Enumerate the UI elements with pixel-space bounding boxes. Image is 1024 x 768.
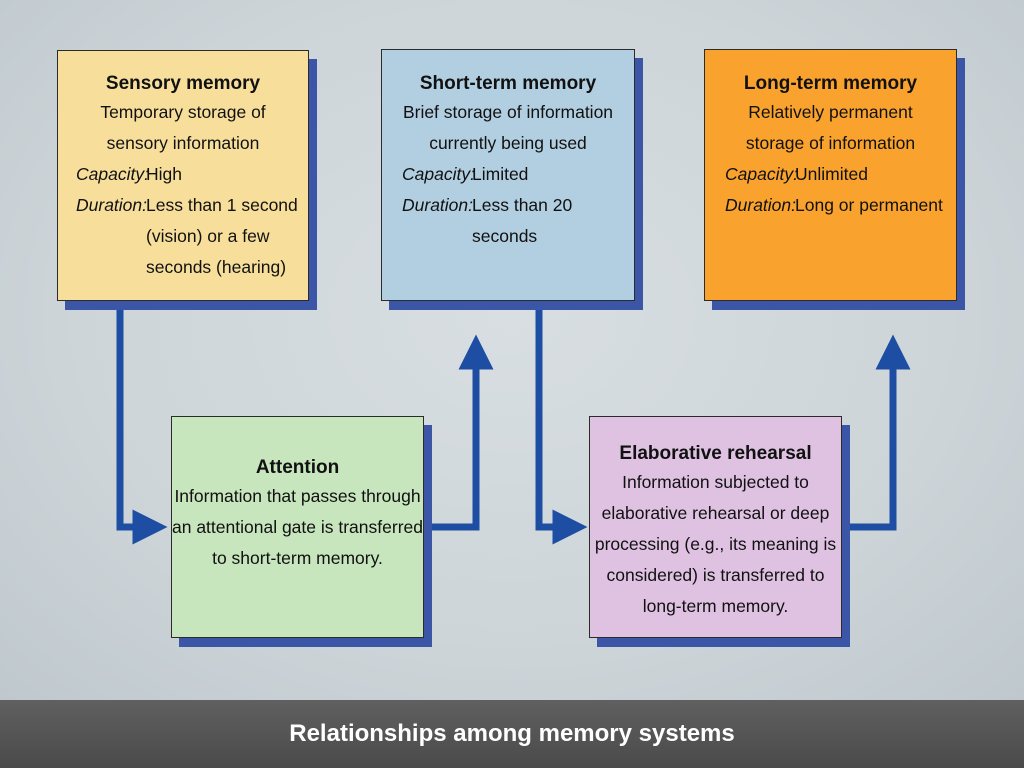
long-term-memory-box: Long-term memory Relatively permanent st… bbox=[704, 49, 957, 301]
sensory-capacity-value: High bbox=[146, 164, 182, 184]
sensory-duration-label: Duration: bbox=[76, 195, 148, 215]
sensory-memory-box: Sensory memory Temporary storage of sens… bbox=[57, 50, 309, 301]
attention-title: Attention bbox=[255, 457, 340, 478]
elaborative-rehearsal-box: Elaborative rehearsal Information subjec… bbox=[589, 416, 842, 638]
short-term-memory-title: Short-term memory bbox=[419, 73, 597, 94]
attention-line-1: Information that passes through bbox=[174, 486, 421, 506]
arrow-short-term-to-elaborative bbox=[535, 300, 588, 545]
footer-caption: Relationships among memory systems bbox=[289, 720, 735, 747]
flow-arrows bbox=[116, 300, 911, 545]
arrow-sensory-to-attention bbox=[116, 300, 168, 545]
short-term-desc-2: currently being used bbox=[429, 133, 587, 153]
short-term-duration-label: Duration: bbox=[402, 195, 474, 215]
sensory-memory-title: Sensory memory bbox=[105, 73, 261, 94]
elaborative-line-3: processing (e.g., its meaning is bbox=[594, 534, 837, 554]
attention-box: Attention Information that passes throug… bbox=[171, 416, 424, 638]
slide-background: Sensory memory Temporary storage of sens… bbox=[0, 0, 1024, 700]
elaborative-rehearsal-title: Elaborative rehearsal bbox=[619, 443, 812, 464]
elaborative-line-4: considered) is transferred to bbox=[606, 565, 825, 585]
arrow-elaborative-to-long-term bbox=[842, 334, 911, 531]
short-term-duration-value: Less than 20 seconds bbox=[472, 195, 573, 246]
long-term-desc-1: Relatively permanent bbox=[748, 102, 913, 122]
short-term-capacity-label: Capacity: bbox=[402, 164, 475, 184]
long-term-memory-title: Long-term memory bbox=[743, 73, 918, 94]
long-term-capacity-value: Unlimited bbox=[795, 164, 868, 184]
elaborative-line-5: long-term memory. bbox=[642, 596, 789, 616]
footer-bar: Relationships among memory systems bbox=[0, 700, 1024, 768]
short-term-desc-1: Brief storage of information bbox=[402, 102, 614, 122]
arrow-attention-to-short-term bbox=[424, 334, 494, 531]
sensory-capacity-label: Capacity: bbox=[76, 164, 149, 184]
sensory-desc-1: Temporary storage of bbox=[100, 102, 266, 122]
sensory-duration-value-2: (vision) or a few bbox=[146, 226, 270, 246]
attention-line-3: to short-term memory. bbox=[212, 548, 383, 568]
long-term-duration-value: Long or permanent bbox=[795, 195, 943, 215]
sensory-desc-2: sensory information bbox=[106, 133, 260, 153]
short-term-capacity-value: Limited bbox=[472, 164, 529, 184]
long-term-duration-label: Duration: bbox=[725, 195, 797, 215]
sensory-duration-value-1: Less than 1 second bbox=[146, 195, 298, 215]
long-term-capacity-label: Capacity: bbox=[725, 164, 798, 184]
long-term-desc-2: storage of information bbox=[745, 133, 916, 153]
short-term-memory-box: Short-term memory Brief storage of infor… bbox=[381, 49, 635, 301]
attention-line-2: an attentional gate is transferred bbox=[172, 517, 423, 537]
sensory-duration-value-3: seconds (hearing) bbox=[146, 257, 287, 277]
elaborative-line-2: elaborative rehearsal or deep bbox=[601, 503, 830, 523]
elaborative-line-1: Information subjected to bbox=[622, 472, 809, 492]
